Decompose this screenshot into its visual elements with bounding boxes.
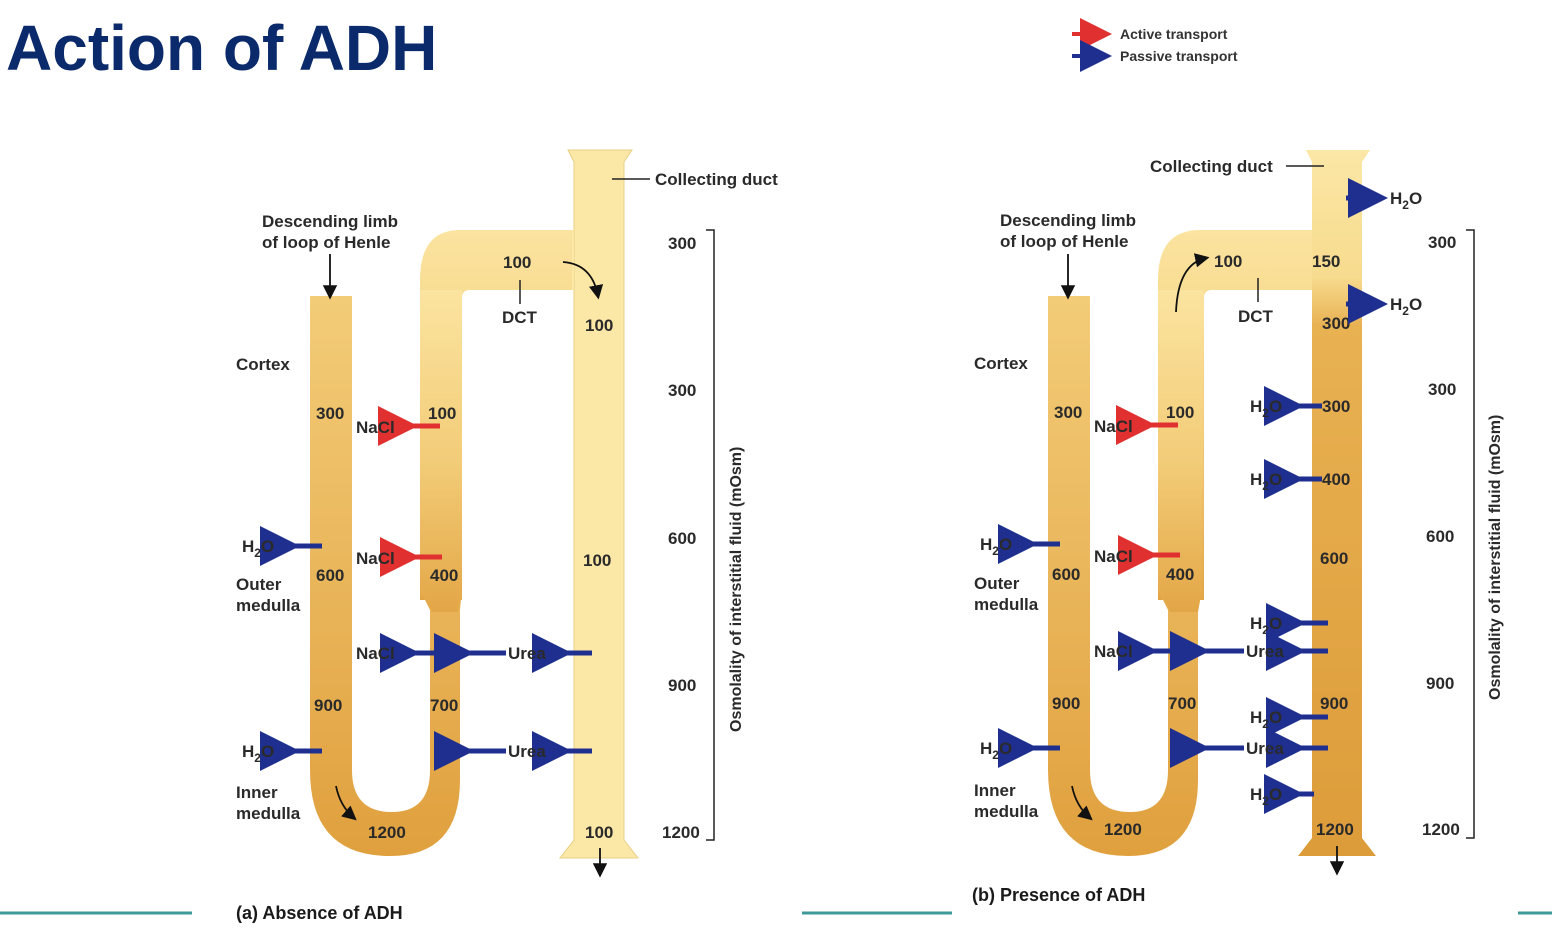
axis-tick-b: 600 [1426,527,1454,546]
legend-active-label: Active transport [1120,26,1228,42]
collecting-duct-b [1298,150,1376,856]
ascending-limb-b [1158,290,1204,612]
axis-tick-b: 1200 [1422,820,1460,839]
axis-tick-a: 300 [668,234,696,253]
descending-limb-label2-b: of loop of Henle [1000,232,1128,251]
duct-value-b: 300 [1322,314,1350,333]
ascending-value-b: 400 [1166,565,1194,584]
duct-value-a: 100 [585,823,613,842]
axis-tick-b: 300 [1428,380,1456,399]
dct-label-a: DCT [502,308,538,327]
duct-value-b: 300 [1322,397,1350,416]
legend: Active transport Passive transport [1072,18,1238,72]
osmolality-axis-b: 300 300 600 900 1200 Osmolality of inter… [1422,229,1504,839]
page-title: Action of ADH [6,12,437,84]
cortex-label-b: Cortex [974,354,1028,373]
outer-medulla-label2-a: medulla [236,596,301,615]
outer-medulla-label-a: Outer [236,575,282,594]
descending-value-a: 300 [316,404,344,423]
axis-tick-a: 300 [668,381,696,400]
h2o-label-b: H2O [1250,708,1282,731]
axis-tick-b: 900 [1426,674,1454,693]
ascending-value-a: 400 [430,566,458,585]
axis-title-b: Osmolality of interstitial fluid (mOsm) [1487,415,1504,700]
nacl-label-a: NaCl [356,549,395,568]
inner-medulla-label-a: Inner [236,783,278,802]
nacl-label-a: NaCl [356,418,395,437]
descending-limb-label-a: Descending limb [262,212,398,231]
h2o-label-b: H2O [1250,470,1282,493]
h2o-label-b: H2O [1390,189,1422,212]
duct-value-a: 100 [585,316,613,335]
duct-value-b: 600 [1320,549,1348,568]
h2o-label-b: H2O [1250,614,1282,637]
inner-medulla-label-b: Inner [974,781,1016,800]
duct-value-b: 400 [1322,470,1350,489]
flow-arrow-dct-b [1175,253,1210,313]
caption-b: (b) Presence of ADH [972,885,1145,905]
descending-value-b: 900 [1052,694,1080,713]
nacl-label-b: NaCl [1094,547,1133,566]
urea-label-b: Urea [1246,642,1284,661]
inner-medulla-label2-a: medulla [236,804,301,823]
nacl-label-b: NaCl [1094,417,1133,436]
legend-passive-label: Passive transport [1120,48,1238,64]
axis-tick-a: 1200 [662,823,700,842]
urea-label-a: Urea [508,644,546,663]
urea-label-b: Urea [1246,739,1284,758]
duct-value-a: 100 [583,551,611,570]
caption-a: (a) Absence of ADH [236,903,403,923]
h2o-label-a: H2O [242,537,274,560]
descending-limb-label-b: Descending limb [1000,211,1136,230]
collecting-duct-label-a: Collecting duct [655,170,778,189]
descending-value-b: 300 [1054,403,1082,422]
flow-arrow-dct-a [562,261,604,300]
urea-label-a: Urea [508,742,546,761]
ascending-value-b: 100 [1166,403,1194,422]
duct-value-b: 900 [1320,694,1348,713]
panel-absence-of-adh: Collecting duct Descending limb of loop … [236,149,778,923]
cortex-label-a: Cortex [236,355,290,374]
dct-right-segment-a [572,230,574,290]
loop-of-henle-b [1048,296,1202,856]
osmolality-axis-a: 300 300 600 900 1200 Osmolality of inter… [662,229,745,842]
collecting-duct-a [558,149,640,859]
descending-limb-label2-a: of loop of Henle [262,233,390,252]
dct-value-b: 100 [1214,252,1242,271]
flow-arrow-bottom-a [335,785,357,821]
ascending-limb-a [420,290,462,612]
dct-value-a: 100 [503,253,531,272]
dct-label-b: DCT [1238,307,1274,326]
inner-medulla-label2-b: medulla [974,802,1039,821]
nacl-label-b: NaCl [1094,642,1133,661]
nacl-label-a: NaCl [356,644,395,663]
outer-medulla-label-b: Outer [974,574,1020,593]
ascending-value-a: 700 [430,696,458,715]
axis-tick-a: 900 [668,676,696,695]
collecting-duct-label-b: Collecting duct [1150,157,1273,176]
loop-of-henle-a [310,296,462,856]
h2o-label-b: H2O [1390,295,1422,318]
ascending-value-b: 700 [1168,694,1196,713]
h2o-label-b: H2O [1250,397,1282,420]
descending-value-a: 600 [316,566,344,585]
duct-value-b: 1200 [1316,820,1354,839]
dct-value-b: 150 [1312,252,1340,271]
descending-value-a: 900 [314,696,342,715]
h2o-label-b: H2O [1250,785,1282,808]
h2o-label-a: H2O [242,742,274,765]
h2o-label-b: H2O [980,739,1012,762]
axis-tick-b: 300 [1428,233,1456,252]
axis-tick-a: 600 [668,529,696,548]
flow-arrow-bottom-b [1071,785,1093,821]
h2o-label-b: H2O [980,535,1012,558]
axis-title-a: Osmolality of interstitial fluid (mOsm) [728,447,745,732]
outer-medulla-label2-b: medulla [974,595,1039,614]
panel-presence-of-adh: Collecting duct Descending limb of loop … [972,150,1504,905]
bottom-value-b: 1200 [1104,820,1142,839]
bottom-value-a: 1200 [368,823,406,842]
descending-value-b: 600 [1052,565,1080,584]
ascending-value-a: 100 [428,404,456,423]
